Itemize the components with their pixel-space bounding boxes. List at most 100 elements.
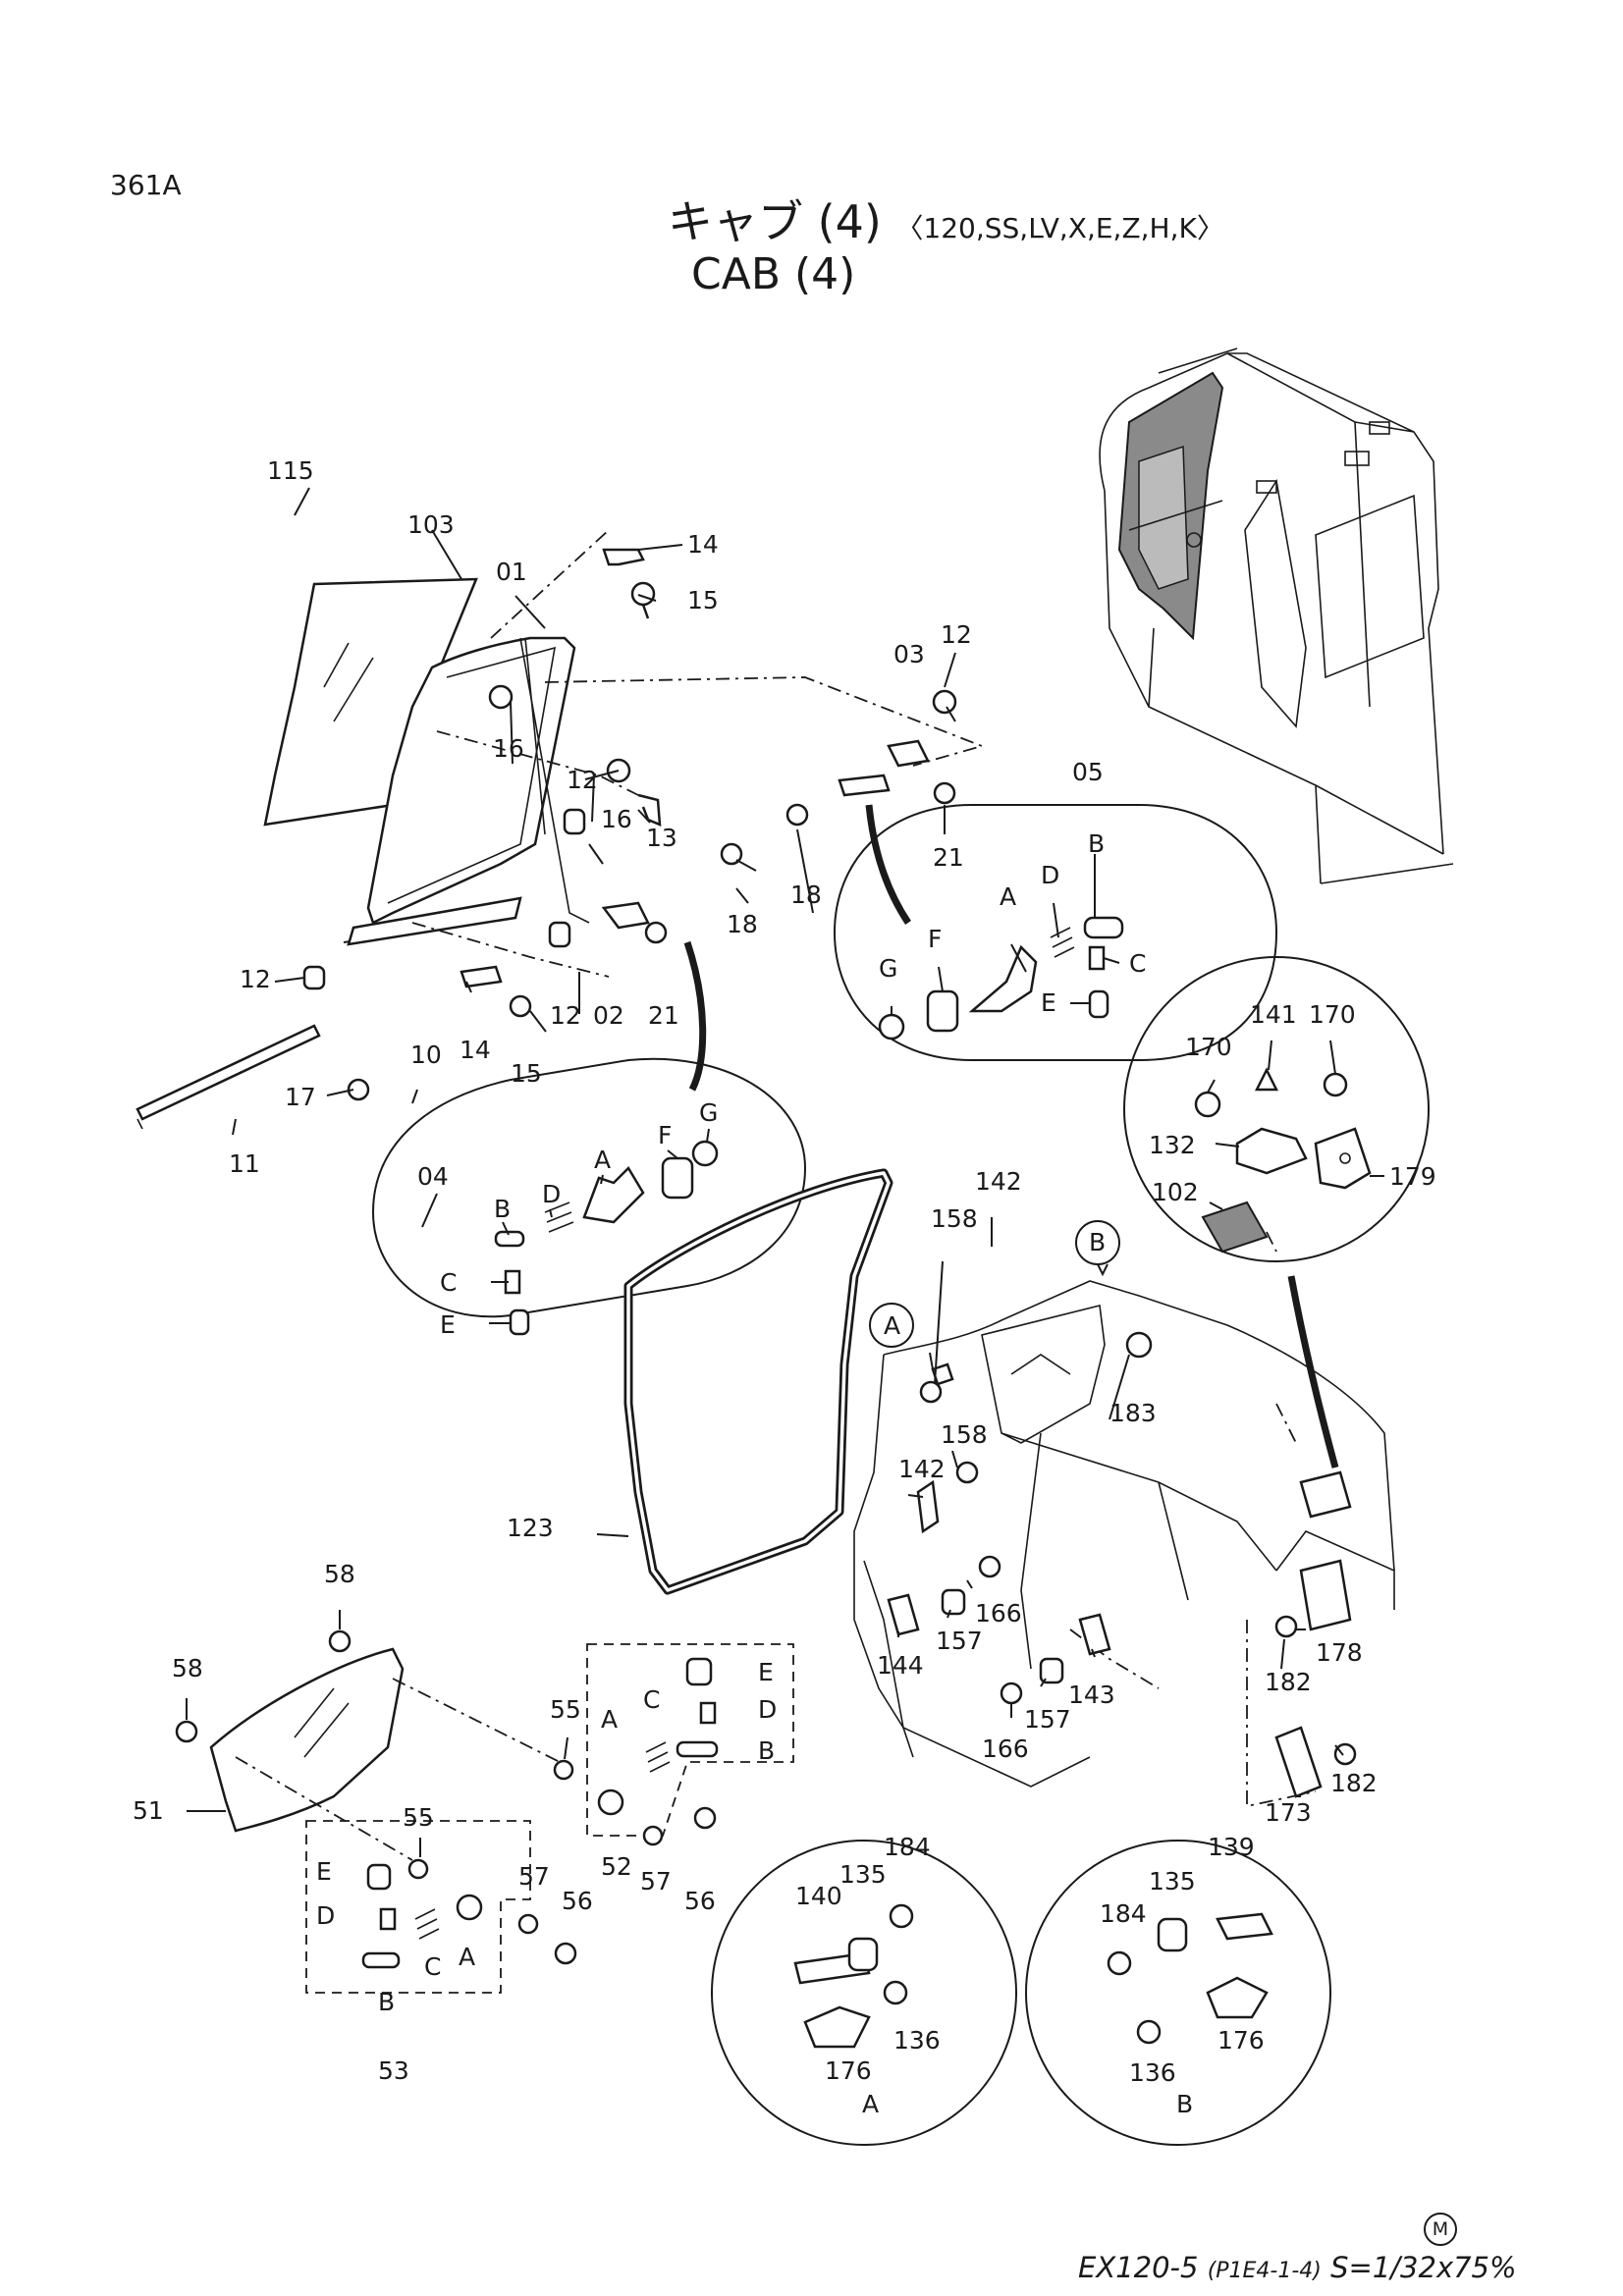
label-56: 56 [684, 1887, 716, 1915]
box52-label-B: B [758, 1736, 775, 1765]
label-178: 178 [1316, 1638, 1363, 1667]
label-158: 158 [931, 1204, 978, 1233]
label-14: 14 [687, 530, 719, 559]
detail-circle-latch [1123, 956, 1430, 1262]
label-182: 182 [1330, 1769, 1378, 1797]
oval04-label-D: D [542, 1180, 561, 1208]
label-21: 21 [933, 843, 964, 872]
box53-label-A: A [459, 1943, 475, 1971]
label-55: 55 [403, 1803, 434, 1832]
drawing-scale: S=1/32x75% [1330, 2251, 1517, 2284]
label-57: 57 [518, 1862, 550, 1891]
box53-label-D: D [316, 1901, 335, 1930]
label-53: 53 [378, 2056, 409, 2085]
label-57: 57 [640, 1867, 672, 1896]
oval04-label-C: C [440, 1268, 457, 1297]
detailA-label-136: 136 [893, 2026, 941, 2055]
label-13: 13 [646, 824, 677, 852]
label-12: 12 [550, 1001, 581, 1030]
oval04-label-G: G [699, 1098, 718, 1127]
detail-circle-B [1025, 1840, 1331, 2146]
detail-oval-04 [371, 1057, 807, 1336]
title-english: CAB (4) [691, 249, 856, 299]
label-16: 16 [601, 805, 632, 833]
label-55: 55 [550, 1695, 581, 1724]
label-183: 183 [1109, 1399, 1157, 1427]
cab-overview-illustration [1099, 347, 1454, 884]
label-157: 157 [936, 1627, 983, 1655]
detail-circle-A [711, 1840, 1017, 2146]
oval04-label-A: A [594, 1146, 611, 1174]
label-15: 15 [511, 1059, 542, 1088]
detailB-label-139: 139 [1208, 1833, 1255, 1861]
oval05-label-G: G [879, 954, 897, 983]
page-reference: (P1E4-1-4) [1207, 2259, 1322, 2283]
label-17: 17 [285, 1083, 316, 1111]
label-03: 03 [893, 640, 925, 668]
label-05: 05 [1072, 758, 1104, 786]
oval05-label-F: F [928, 925, 942, 953]
detailA-label-176: 176 [825, 2056, 872, 2085]
oval05-label-D: D [1041, 861, 1059, 889]
label-182: 182 [1265, 1668, 1312, 1696]
detailB-caption: B [1176, 2090, 1193, 2118]
manufacturer-mark: M [1424, 2213, 1457, 2246]
label-157: 157 [1024, 1705, 1071, 1734]
label-52: 52 [601, 1852, 632, 1881]
label-143: 143 [1068, 1681, 1115, 1709]
door-seal-123 [623, 1168, 893, 1595]
box52-label-E: E [758, 1658, 774, 1686]
detailB-label-136: 136 [1129, 2058, 1176, 2087]
leader-lines [186, 487, 1384, 1857]
callout-A: A [884, 1311, 900, 1340]
cab-interior-illustration [853, 1220, 1395, 1808]
label-15: 15 [687, 586, 719, 614]
callout-arrow-04 [683, 940, 707, 1092]
oval04-label-B: B [494, 1195, 511, 1223]
model-number: EX120-5 [1078, 2251, 1199, 2284]
detailA-label-140: 140 [795, 1882, 842, 1910]
label-18: 18 [790, 881, 822, 909]
label-12: 12 [240, 965, 271, 993]
callout-arrow-05 [865, 804, 911, 925]
label-12: 12 [941, 620, 972, 649]
box52-label-C: C [643, 1685, 660, 1714]
detail-oval-05 [833, 804, 1278, 1061]
title-jp-text: キャブ (4) [668, 195, 882, 248]
label-103: 103 [407, 510, 455, 539]
oval05-label-B: B [1088, 829, 1105, 858]
label-144: 144 [877, 1651, 924, 1680]
label-12: 12 [567, 766, 598, 794]
callout-arrow-latch [1287, 1275, 1339, 1468]
label-51: 51 [133, 1796, 164, 1825]
label-58: 58 [324, 1560, 355, 1588]
door-fasteners [302, 548, 957, 1101]
detailB-label-184: 184 [1100, 1899, 1147, 1928]
label-18: 18 [727, 910, 758, 938]
detailB-label-176: 176 [1217, 2026, 1265, 2055]
title-japanese: キャブ (4) 〈120,SS,LV,X,E,Z,H,K〉 [668, 187, 1224, 251]
oval04-label-F: F [658, 1121, 672, 1149]
oval04-label-E: E [440, 1310, 456, 1339]
label-170: 170 [1309, 1000, 1356, 1029]
label-56: 56 [562, 1887, 593, 1915]
label-123: 123 [507, 1514, 554, 1542]
detailB-label-135: 135 [1149, 1867, 1196, 1896]
oval05-label-A: A [1000, 882, 1016, 911]
label-142: 142 [975, 1167, 1022, 1196]
label-04: 04 [417, 1162, 449, 1191]
label-14: 14 [460, 1036, 491, 1064]
box53-label-C: C [424, 1952, 441, 1981]
label-132: 132 [1149, 1131, 1196, 1159]
label-166: 166 [982, 1735, 1029, 1763]
detailA-caption: A [862, 2090, 879, 2118]
label-02: 02 [593, 1001, 624, 1030]
label-173: 173 [1265, 1798, 1312, 1827]
detailA-label-184: 184 [884, 1833, 931, 1861]
label-102: 102 [1152, 1178, 1199, 1206]
box53-label-E: E [316, 1857, 332, 1886]
label-21: 21 [648, 1001, 679, 1030]
box52-label-D: D [758, 1695, 777, 1724]
label-179: 179 [1389, 1162, 1436, 1191]
box53-label-B: B [378, 1988, 395, 2016]
